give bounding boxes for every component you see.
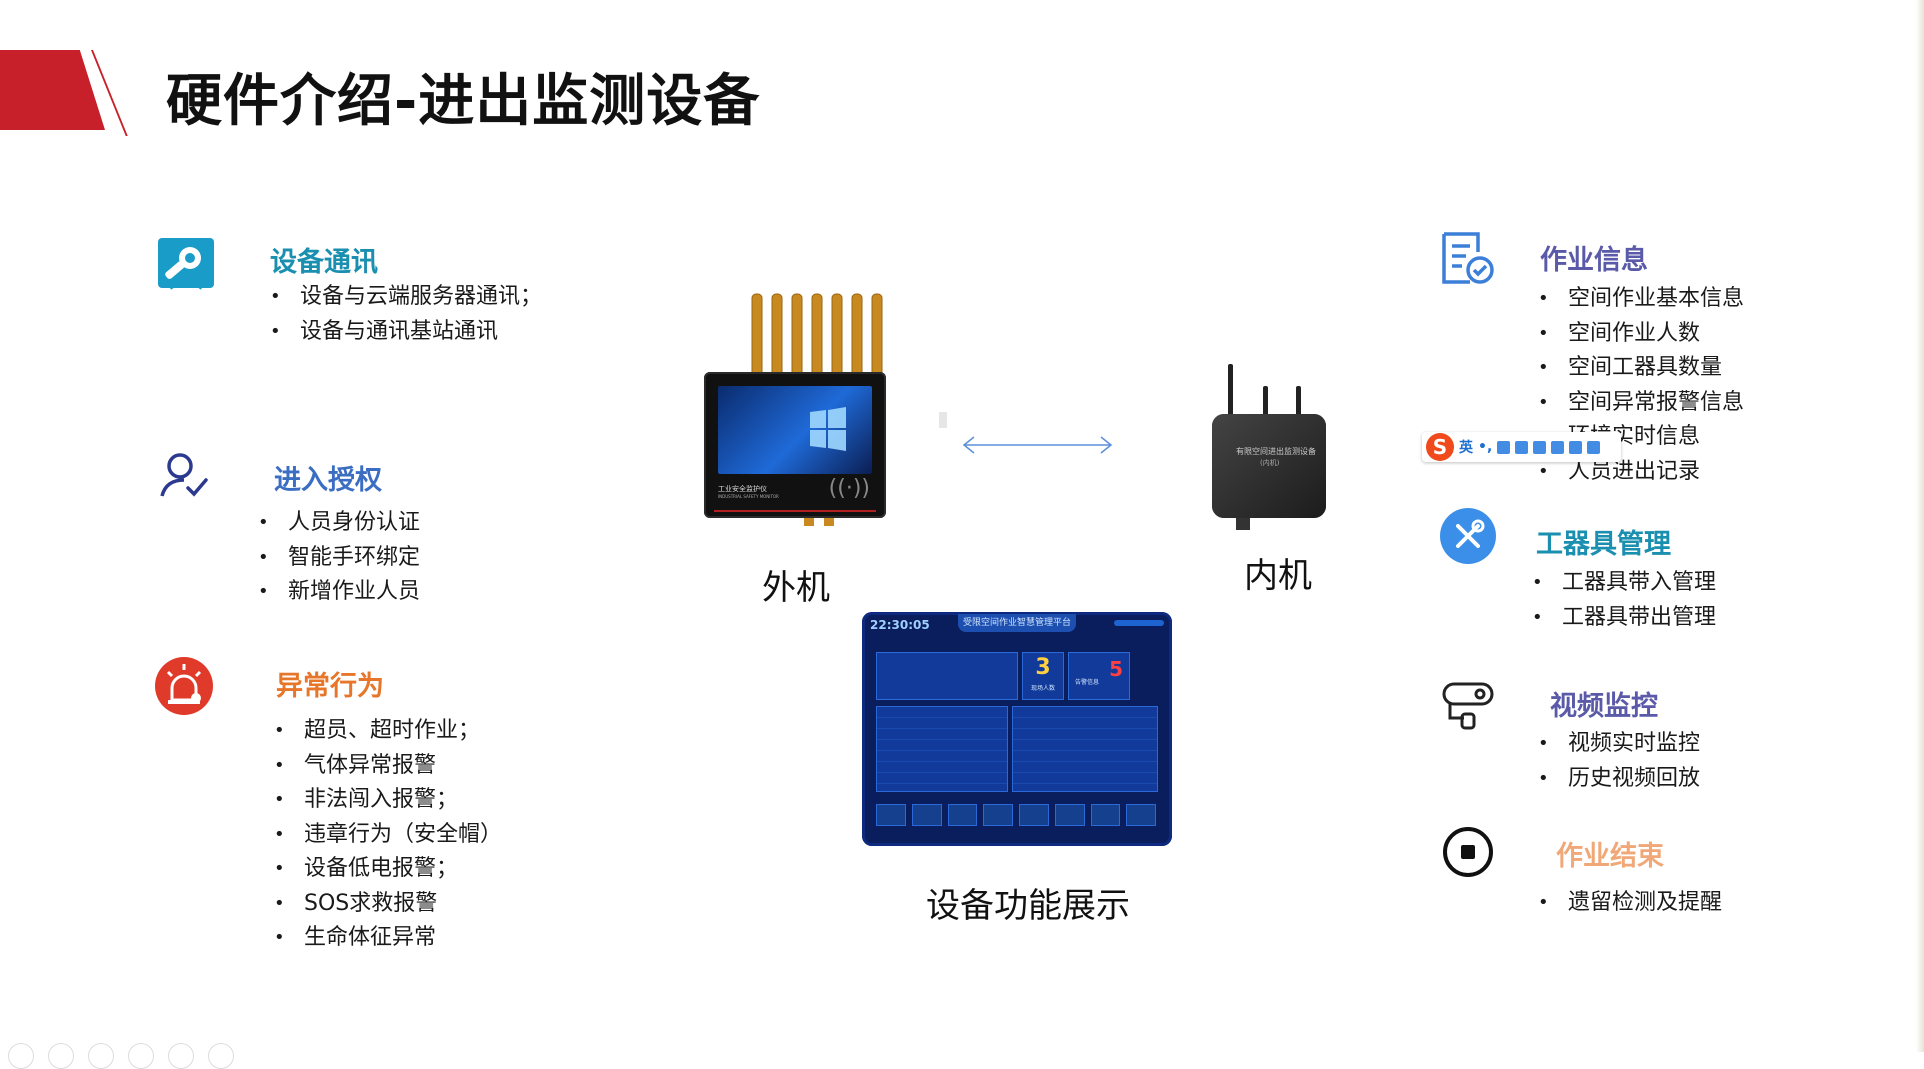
microphone-icon[interactable] [1497,440,1511,454]
list-item: 设备与通讯基站通讯 [270,315,542,350]
list-item: 气体异常报警 [274,749,502,784]
cctv-camera-icon [1442,682,1494,730]
inner-device-image: 有限空间进出监测设备 (内机) [1198,362,1338,534]
list-item: 空间作业人数 [1538,317,1744,352]
list-item: 人员身份认证 [258,506,420,541]
section-title-jobinfo: 作业信息 [1540,245,1648,276]
nfc-icon: ((·)) [828,476,870,501]
alarm-count: 5 [1109,657,1123,681]
user-check-icon [160,453,208,497]
bidirectional-arrow-icon [962,436,1113,454]
end-list: 遗留检测及提醒 [1538,886,1722,921]
wrench-user-icon [158,238,214,290]
list-item: 视频实时监控 [1538,727,1700,762]
settings-icon[interactable] [1587,440,1601,454]
list-item: 空间工器具数量 [1538,351,1744,386]
dashboard-display: 22:30:05 受限空间作业智慧管理平台 3 现场人数 告警信息 5 [862,612,1172,846]
jobinfo-list: 空间作业基本信息 空间作业人数 空间工器具数量 空间异常报警信息 环境实时信息 … [1538,282,1744,489]
list-item: 超员、超时作业； [274,714,502,749]
edge-shadow [1916,0,1924,1052]
alarm-siren-icon [155,657,213,715]
outer-device-screen: 工业安全监护仪 INDUSTRIAL SAFETY MONITOR ((·)) [704,372,886,518]
list-item: 生命体征异常 [274,921,502,956]
section-title-tools: 工器具管理 [1536,529,1671,560]
people-count: 3 [1035,655,1051,680]
people-count-label: 现场人数 [1030,685,1055,692]
video-list: 视频实时监控 历史视频回放 [1538,727,1700,796]
header-accent-bar [0,50,105,130]
windows-logo-icon [810,407,846,451]
auth-list: 人员身份认证 智能手环绑定 新增作业人员 [258,506,420,610]
list-item: 违章行为（安全帽） [274,818,502,853]
list-item: 空间异常报警信息 [1538,386,1744,421]
router-antenna-icon [1212,364,1326,530]
dashboard-title: 受限空间作业智慧管理平台 [958,614,1076,632]
outer-screen-brand: 工业安全监护仪 [718,485,767,493]
list-item: 非法闯入报警； [274,783,502,818]
toolbox-icon[interactable] [1569,440,1583,454]
outer-screen-sub: INDUSTRIAL SAFETY MONITOR [718,494,779,499]
list-item: SOS求救报警 [274,887,502,922]
ime-toolbar[interactable]: S 英 •, [1422,432,1621,462]
divider [939,412,947,428]
section-title-comm: 设备通讯 [270,247,378,278]
document-check-icon [1442,232,1494,284]
list-item: 人员进出记录 [1538,455,1744,490]
list-item: 遗留检测及提醒 [1538,886,1722,921]
outer-device-image: 工业安全监护仪 INDUSTRIAL SAFETY MONITOR ((·)) [700,292,890,527]
list-item: 工器具带出管理 [1532,601,1716,636]
entry-record-table [1012,706,1158,792]
slide-dots [8,1043,234,1069]
inner-box-brand: 有限空间进出监测设备 [1236,447,1316,456]
sogou-logo-icon[interactable]: S [1426,433,1454,461]
tools-icon [1440,508,1496,564]
punctuation-icon[interactable]: •, [1478,439,1493,455]
list-item: 工器具带入管理 [1532,566,1716,601]
list-item: 新增作业人员 [258,575,420,610]
list-item: 设备低电报警； [274,852,502,887]
dashboard-toolbar [876,804,1156,826]
display-label: 设备功能展示 [926,886,1130,926]
dashboard-time: 22:30:05 [870,618,930,632]
inner-device-label: 内机 [1244,556,1312,596]
stop-icon [1443,827,1493,877]
tools-list: 工器具带入管理 工器具带出管理 [1532,566,1716,635]
section-title-end: 作业结束 [1556,841,1664,872]
outer-device-label: 外机 [762,568,830,608]
list-item: 历史视频回放 [1538,762,1700,797]
comm-list: 设备与云端服务器通讯； 设备与通讯基站通讯 [270,280,542,349]
keyboard-icon[interactable] [1515,440,1529,454]
abnormal-list: 超员、超时作业； 气体异常报警 非法闯入报警； 违章行为（安全帽） 设备低电报警… [274,714,502,956]
emoji-icon[interactable] [1551,440,1565,454]
list-item: 智能手环绑定 [258,541,420,576]
antenna-array-icon [751,293,883,526]
list-item: 空间作业基本信息 [1538,282,1744,317]
list-item: 设备与云端服务器通讯； [270,280,542,315]
inner-box-sub: (内机) [1260,459,1280,467]
page-title: 硬件介绍-进出监测设备 [166,69,761,134]
ime-lang-toggle[interactable]: 英 [1459,440,1473,456]
section-title-abnormal: 异常行为 [276,671,384,702]
section-title-video: 视频监控 [1550,691,1658,722]
alarm-label: 告警信息 [1075,679,1100,686]
section-title-auth: 进入授权 [274,465,382,496]
gas-data-table [876,706,1008,792]
skin-icon[interactable] [1533,440,1547,454]
